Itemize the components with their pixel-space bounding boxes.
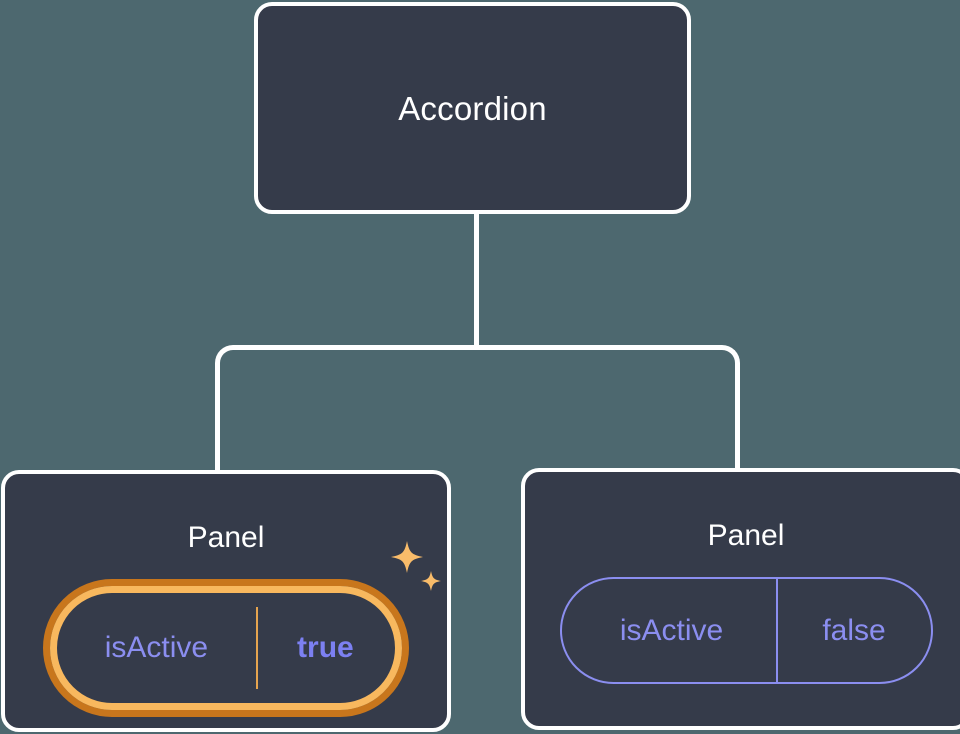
prop-pill-divider [255, 607, 258, 689]
prop-key-label: isActive [104, 631, 209, 664]
prop-pill-right-wrap: isActive false [559, 577, 933, 684]
node-panel-right-label: Panel [707, 519, 785, 552]
connector-root-stem [474, 213, 479, 349]
prop-pill-left-wrap: isActive true [43, 541, 441, 717]
node-accordion[interactable]: Accordion [254, 2, 691, 214]
prop-key-label: isActive [619, 613, 724, 647]
node-panel-left[interactable]: Panel isActive true [1, 470, 451, 732]
prop-value-label: false [775, 579, 931, 682]
prop-pill-isactive-false[interactable]: isActive false [559, 577, 933, 684]
node-accordion-label: Accordion [398, 89, 547, 127]
prop-value-label: true [255, 593, 395, 703]
prop-value-text: true [297, 631, 354, 664]
node-panel-right[interactable]: Panel isActive false [521, 468, 960, 730]
connector-branch-bar [215, 345, 740, 473]
node-panel-left-label: Panel [187, 521, 265, 554]
prop-pill-isactive-true[interactable]: isActive true [43, 579, 409, 717]
